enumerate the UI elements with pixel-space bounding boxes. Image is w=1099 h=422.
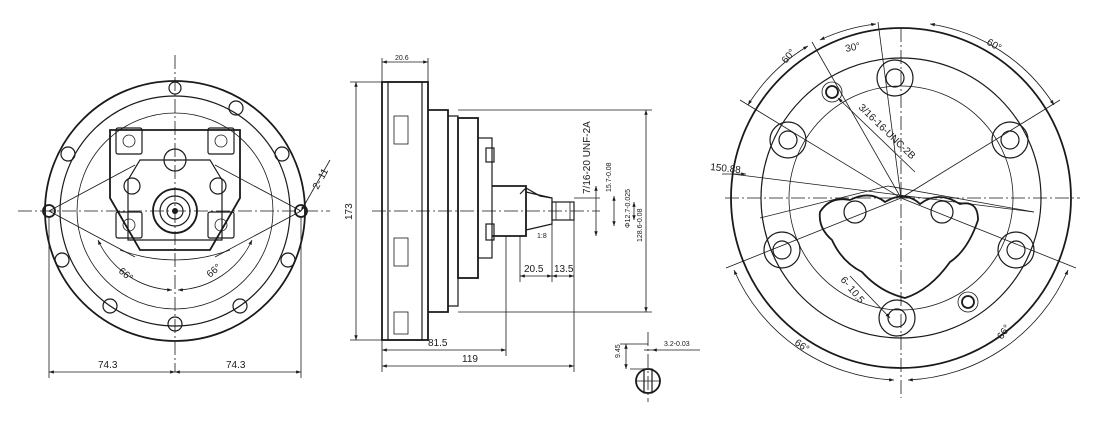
key-detail: 9.45 3.2-0.03 [615, 332, 700, 402]
rear-angle-30: 30° [844, 41, 861, 55]
rear-thread-holes: 3/16-16-UNC-2B [856, 102, 917, 162]
side-dim-20: 20.5 [524, 264, 544, 275]
side-dia-pilot: 128.6-0.08 [637, 208, 644, 242]
side-dia-15: 15.7-0.08 [606, 162, 613, 192]
front-dim-right: 74.3 [226, 360, 246, 371]
front-dim-left: 74.3 [98, 360, 118, 371]
side-taper: 1:8 [537, 233, 547, 240]
side-dim-13: 13.5 [554, 264, 574, 275]
rear-view: 150.88 60° 30° 60° 3/16-16-UNC-2B 6- 10.… [710, 21, 1080, 398]
rear-angle-66-right: 66° [995, 323, 1013, 342]
rear-callout-105: 6- 10.5 [838, 275, 867, 306]
front-view: 66° 66° 2- 11 74.3 74.3 [18, 55, 331, 378]
side-dim-height: 173 [344, 203, 355, 220]
front-angle-right: 66° [205, 262, 224, 280]
side-view: 1:8 20.6 173 81.5 119 20.5 13.5 [344, 55, 652, 372]
side-dia-shaft: Φ12.7-0.025 [625, 189, 632, 228]
rear-bolt-circle: 150.88 [710, 162, 742, 176]
side-thread-port: 7/16-20 UNF-2A [582, 121, 593, 194]
rear-angle-60-left: 60° [780, 47, 798, 66]
key-dim-32: 3.2-0.03 [664, 341, 690, 348]
side-dim-top: 20.6 [395, 55, 409, 62]
side-dim-81: 81.5 [428, 338, 448, 349]
side-dim-119: 119 [462, 354, 478, 365]
rear-hole-top [876, 59, 914, 97]
key-dim-945: 9.45 [615, 344, 622, 358]
front-hole-callout: 2- 11 [311, 166, 331, 191]
